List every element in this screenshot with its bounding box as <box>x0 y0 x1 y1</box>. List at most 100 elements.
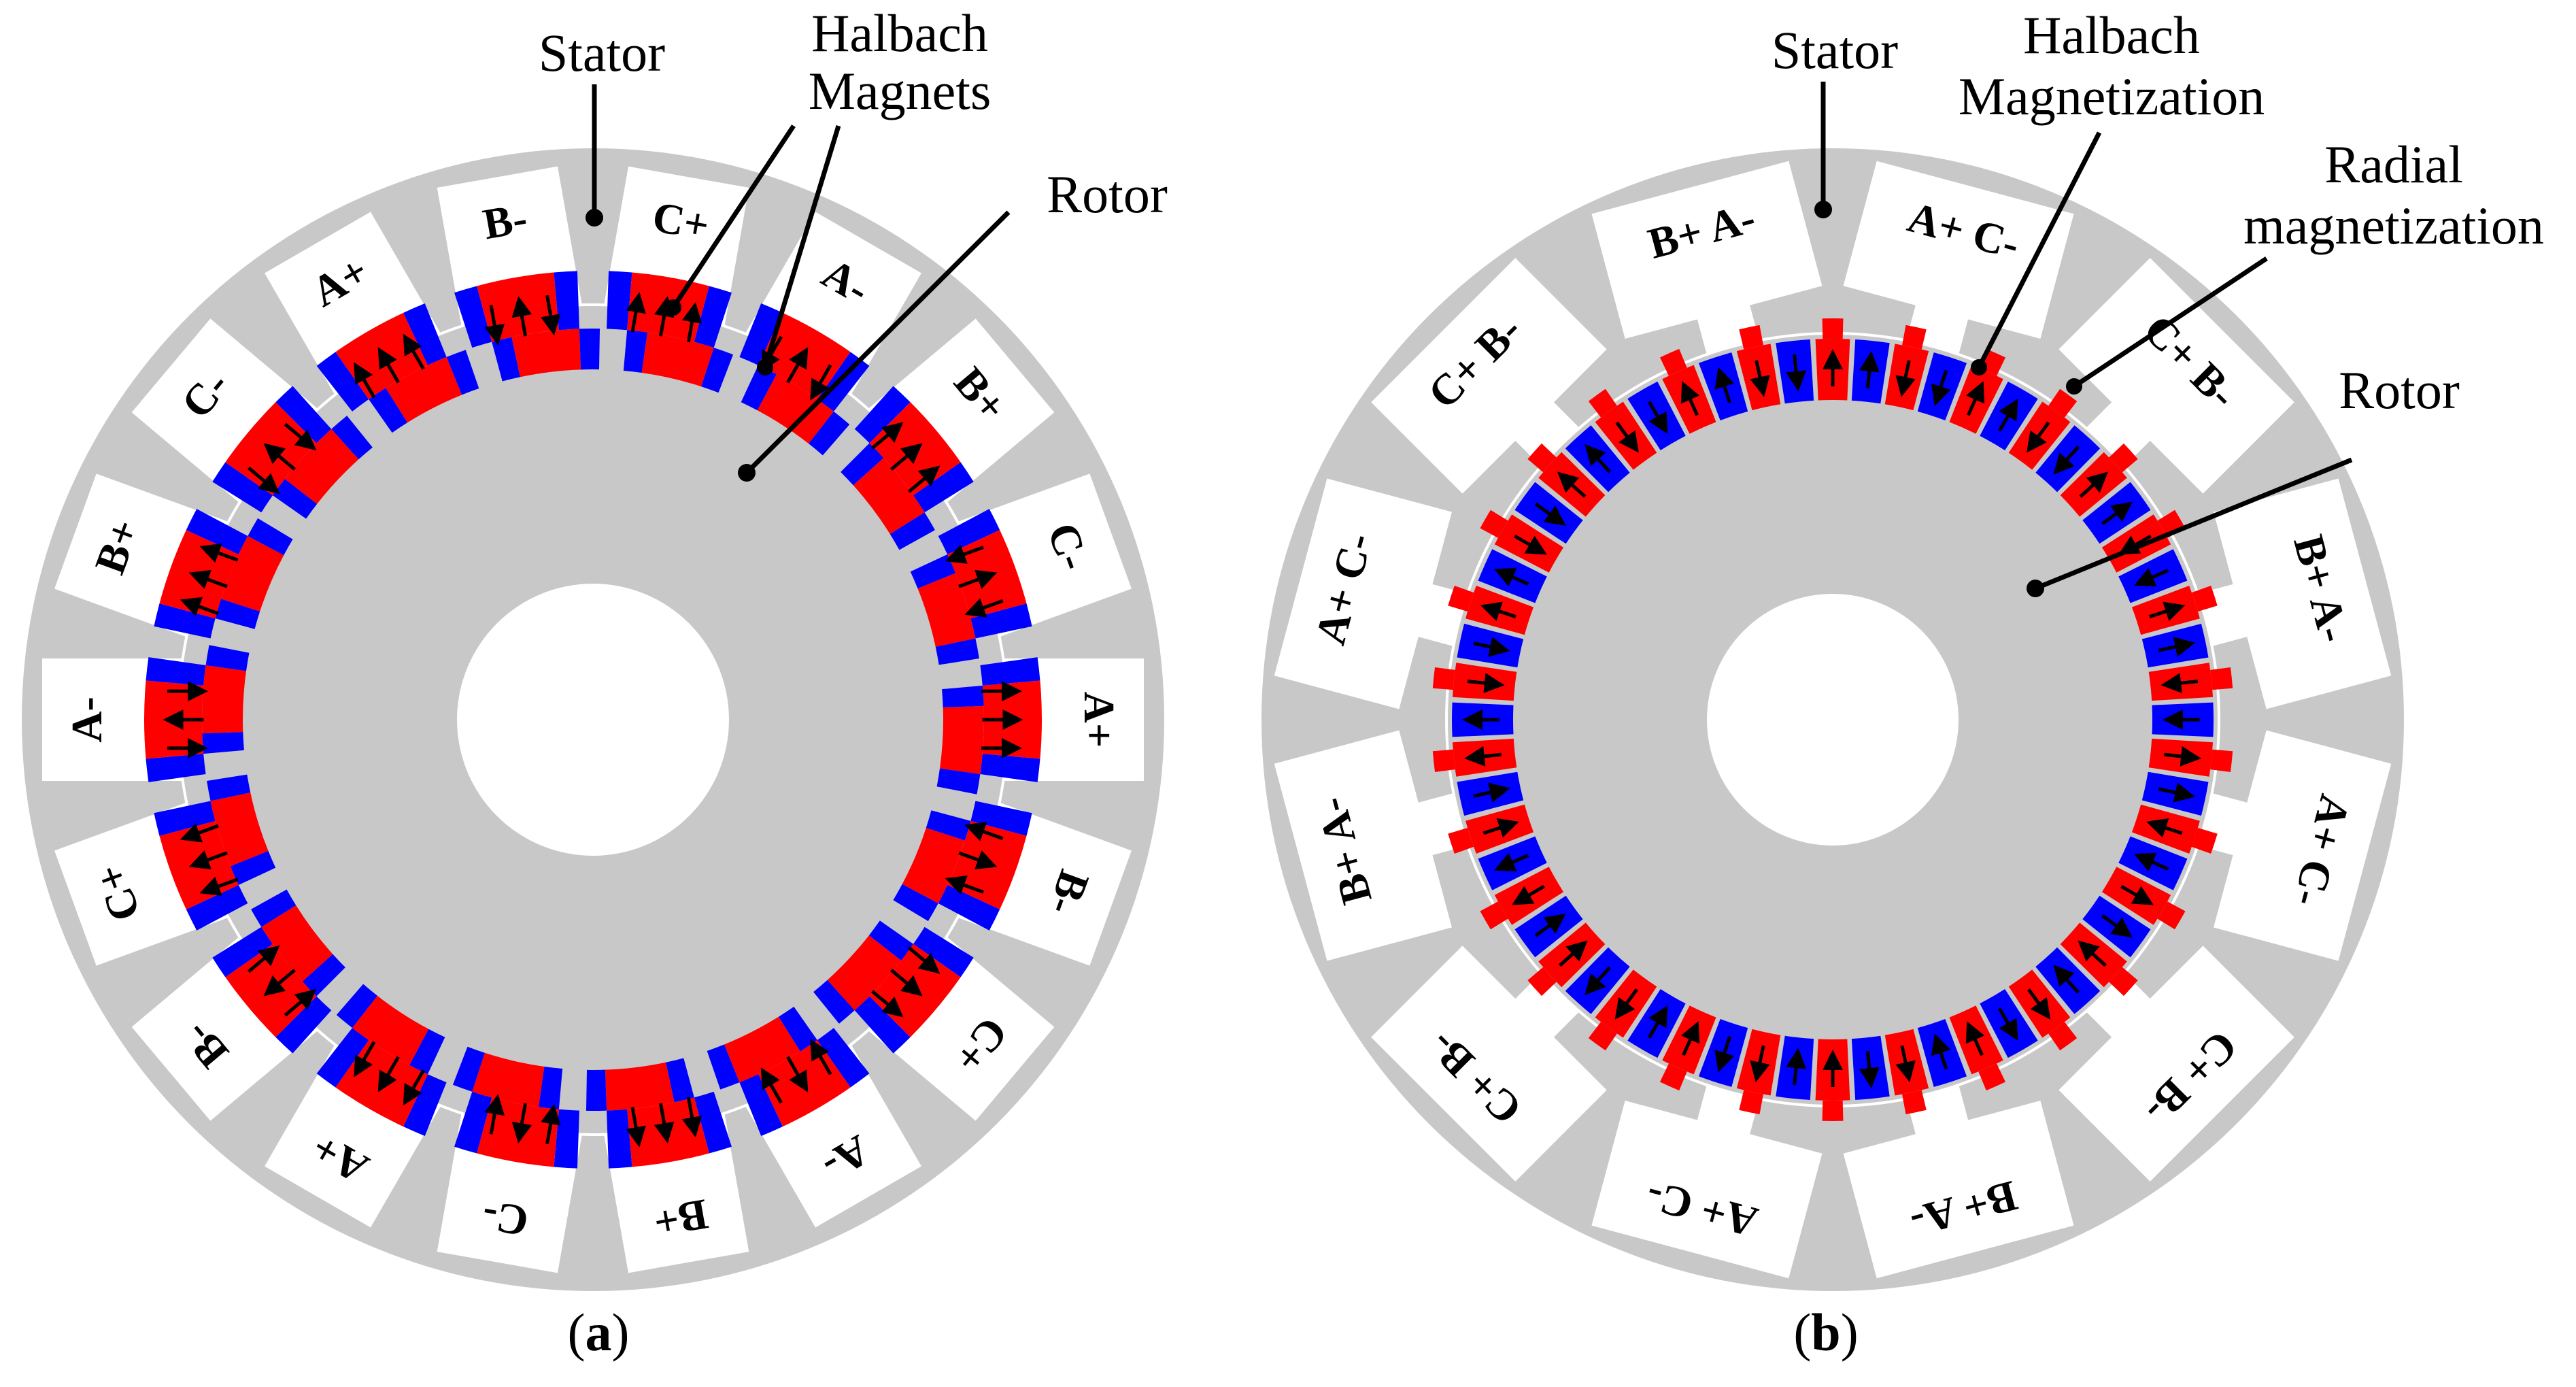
magnet-red <box>902 828 965 903</box>
stator-label-a: Stator <box>539 23 665 82</box>
magnetization-arrow <box>484 305 505 346</box>
magnet-blue <box>186 509 248 554</box>
magnet-red <box>853 458 925 535</box>
magnet-blue <box>741 365 777 411</box>
radial-leader-dot-b <box>2066 378 2082 395</box>
magnet-blue <box>207 774 251 801</box>
slot-label: B+ <box>650 1190 711 1247</box>
magnetization-arrow <box>1680 1021 1700 1056</box>
magnetization-arrow <box>907 465 940 493</box>
magnetization-arrow <box>786 1056 809 1092</box>
shaft-hole-a <box>457 584 729 856</box>
magnet-blue <box>586 1069 607 1111</box>
magnet-blue <box>154 603 216 639</box>
magnetization-arrow <box>1997 399 2018 432</box>
magnetization-arrow <box>1750 360 1770 397</box>
magnetization-arrow <box>1614 988 1639 1020</box>
radial-magnet-tip <box>2191 586 2218 612</box>
magnet-blue <box>889 512 935 550</box>
radial-magnet-tip <box>1739 1090 1763 1115</box>
magnet-blue <box>446 350 479 395</box>
radial-magnet-tip <box>2048 388 2078 418</box>
magnet-red <box>724 1016 800 1083</box>
radial-magnet-tip <box>2210 667 2233 690</box>
radial-magnet-tip <box>1448 828 1474 854</box>
magnetization-arrow <box>1680 381 1700 416</box>
magnet-blue <box>938 509 1000 554</box>
halbach-leader-dot-a-2 <box>757 359 773 375</box>
magnet-red <box>757 374 834 444</box>
magnetization-arrow <box>1557 471 1587 498</box>
magnet-blue <box>666 1058 694 1103</box>
magnetization-arrow <box>1786 354 1807 392</box>
magnet-red <box>221 536 284 612</box>
magnet-blue <box>817 1028 870 1088</box>
magnet-blue <box>146 657 206 686</box>
magnet-blue <box>970 801 1032 836</box>
magnet-blue <box>316 1028 369 1088</box>
magnet-blue <box>205 645 250 671</box>
magnetization-arrow <box>1931 369 1951 406</box>
magnetization-arrow <box>2079 471 2109 498</box>
stator-slot <box>2058 946 2294 1182</box>
magnetization-arrow <box>810 364 832 401</box>
radial-magnet-tip <box>1978 1063 2006 1091</box>
magnetization-arrow <box>2053 446 2080 475</box>
magnetization-arrow <box>263 443 296 471</box>
magnetization-arrow <box>681 301 702 343</box>
magnet-blue <box>707 1044 740 1090</box>
magnet-red <box>386 356 462 423</box>
magnetization-arrow <box>810 1039 832 1075</box>
magnetization-arrow <box>1482 818 1519 838</box>
magnetization-arrow <box>180 823 219 843</box>
magnet-blue <box>694 1091 732 1154</box>
magnetization-arrow <box>1965 1021 1985 1056</box>
magnetization-arrow <box>870 990 904 1018</box>
magnetization-arrow <box>1750 1045 1770 1083</box>
stator-slot <box>1371 258 1607 494</box>
magnetization-arrow <box>907 946 940 974</box>
magnetization-arrow <box>2158 782 2196 803</box>
magnet-blue <box>403 1074 447 1136</box>
magnetization-arrow <box>284 988 317 1017</box>
radial-magnet-tip <box>2157 901 2186 930</box>
magnetization-arrow <box>188 569 228 590</box>
magnetization-arrow <box>2134 567 2169 587</box>
magnetization-arrow <box>1895 1045 1916 1083</box>
magnetization-arrow <box>1534 914 1566 937</box>
magnet-blue <box>251 889 296 927</box>
magnetization-arrow <box>1647 401 1668 434</box>
magnet-red <box>284 429 359 504</box>
radial-magnet-tip <box>2210 749 2233 773</box>
halbach-magnet-array-b <box>1432 318 2233 1121</box>
magnet-blue <box>739 1074 783 1136</box>
radial-magnet-tip <box>1588 388 1617 418</box>
magnet-blue <box>813 980 855 1024</box>
halbach-label-b-line1: Halbach <box>2023 5 2200 65</box>
caption-a: (a) <box>568 1303 630 1362</box>
radial-magnet-tip <box>1902 1090 1927 1115</box>
radial-magnet-tip <box>1432 667 1455 690</box>
magnetization-arrow <box>958 850 998 870</box>
halbach-label-a-line1: Halbach <box>811 3 988 63</box>
magnetization-arrow <box>1714 1036 1735 1073</box>
magnet-blue <box>275 996 332 1054</box>
magnet-blue <box>854 996 911 1054</box>
halbach-leader-dot-a-1 <box>665 299 681 316</box>
magnet-blue <box>935 638 979 665</box>
magnet-blue <box>212 926 273 977</box>
slot-label: A+ <box>1075 692 1123 748</box>
magnet-red <box>827 935 902 1011</box>
magnet-blue <box>492 337 520 382</box>
magnet-blue <box>694 286 732 348</box>
magnetization-arrow <box>2101 914 2133 938</box>
magnetization-arrow <box>1473 782 1510 803</box>
magnet-blue <box>275 386 332 444</box>
radial-magnet-tip <box>1659 348 1687 376</box>
rotor-label-b: Rotor <box>2339 361 2460 420</box>
magnet-blue <box>913 926 974 977</box>
rotor-leader-b <box>2034 457 2353 591</box>
rotor-leader-a <box>745 210 1011 475</box>
stator-slot <box>1591 161 1823 339</box>
magnet-blue <box>980 754 1040 782</box>
